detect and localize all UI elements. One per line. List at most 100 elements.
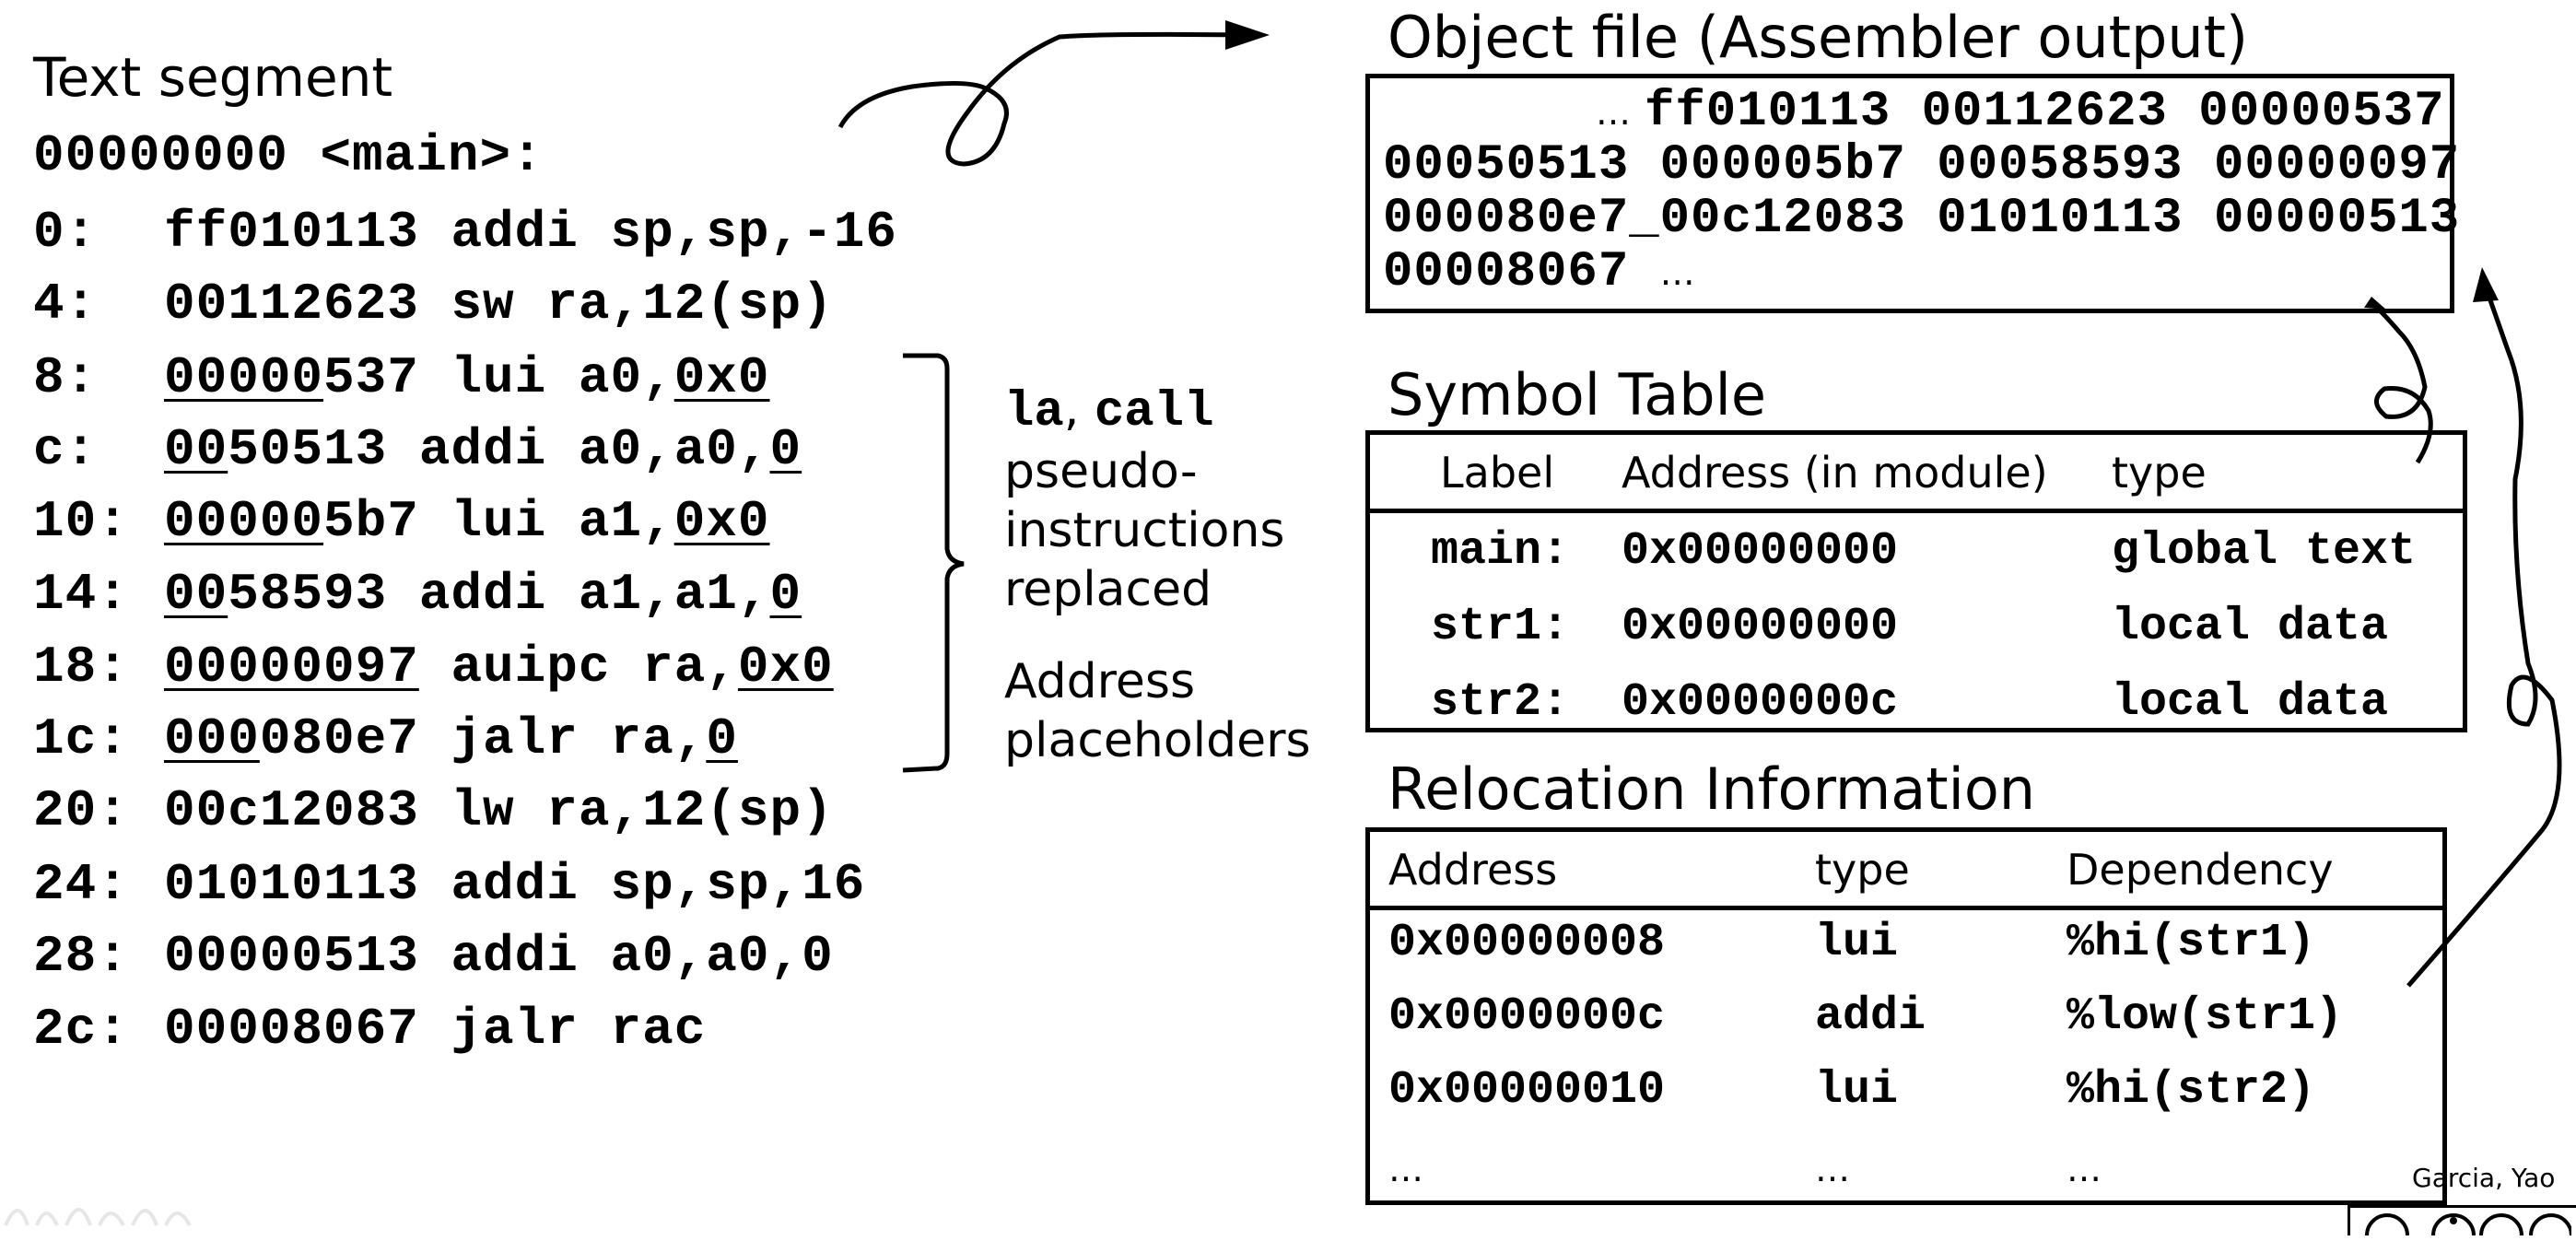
placeholder-underline: 00 — [164, 420, 228, 479]
symbol-address: 0x00000000 — [1622, 601, 1899, 653]
relocation-header-type: type — [1815, 845, 1910, 895]
symbol-address: 0x0000000c — [1622, 676, 1899, 729]
pseudo-la: la — [1004, 384, 1064, 440]
code-line: 8: 00000537 lui a0,0x0 — [33, 348, 770, 407]
relocation-type: lui — [1815, 917, 1899, 969]
address-placeholders-note: Address placeholders — [1004, 652, 1311, 770]
code-instruction: 00008067 jalr rac — [164, 1000, 707, 1059]
code-address: 0: — [33, 203, 98, 262]
relocation-type: lui — [1815, 1064, 1899, 1117]
relocation-header-address: Address — [1388, 845, 1558, 895]
placeholder-argument: 0x0 — [737, 638, 834, 697]
code-instruction: ff010113 addi sp,sp,-16 — [164, 203, 897, 262]
code-address: 2c: — [33, 1000, 129, 1059]
code-line: 18:00000097 auipc ra,0x0 — [33, 638, 834, 697]
code-line: 28: 00000513 addi a0,a0,0 — [33, 927, 834, 986]
address-line-1: Address — [1004, 654, 1196, 709]
code-instruction: 58593 addi a1,a1, — [228, 565, 770, 624]
symbol-type: global text — [2112, 525, 2417, 578]
brace-icon — [902, 353, 965, 773]
placeholder-argument: 0x0 — [673, 348, 770, 407]
code-address: 28: — [33, 927, 129, 986]
loop-arrow-icon — [837, 31, 1245, 167]
code-line: 10: 000005b7 lui a1,0x0 — [33, 492, 770, 551]
placeholder-argument: 0 — [706, 709, 738, 768]
code-line: 4: 00112623 sw ra,12(sp) — [33, 275, 834, 334]
placeholder-underline: 000 — [164, 709, 260, 768]
object-line-2: 00050513 000005b7 00058593 00000097 — [1383, 137, 2461, 193]
relocation-type: addi — [1815, 990, 1926, 1043]
arrowhead-small-icon — [2364, 297, 2386, 310]
symbol-label: str2: — [1431, 676, 1570, 729]
code-instruction: 00c12083 lw ra,12(sp) — [164, 781, 834, 840]
code-instruction: 5b7 lui a1, — [323, 492, 674, 551]
code-instruction: 080e7 jalr ra, — [259, 709, 707, 768]
symbol-type: local data — [2112, 676, 2389, 729]
text-segment-title: Text segment — [33, 46, 393, 109]
code-address: 20: — [33, 781, 129, 840]
code-address: 1c: — [33, 709, 129, 768]
placeholder-underline: 00000 — [164, 492, 324, 551]
pseudo-call: call — [1094, 384, 1214, 440]
symbol-header-address: Address (in module) — [1622, 448, 2048, 498]
symbol-table: Label Address (in module) type main:0x00… — [1365, 430, 2467, 732]
code-address: 18: — [33, 638, 129, 697]
pseudo-line-4: replaced — [1004, 562, 1212, 617]
object-line-3: 000080e7_00c12083 01010113 00000513 — [1383, 191, 2461, 247]
relocation-dependency: %hi(str2) — [2067, 1064, 2316, 1117]
code-instruction: 01010113 addi sp,sp,16 — [164, 855, 866, 914]
relocation-ellipsis-address: … — [1388, 1149, 1423, 1189]
code-instruction: auipc ra, — [418, 638, 738, 697]
code-instruction: 00112623 sw ra,12(sp) — [164, 275, 834, 334]
arrowhead-up-icon — [2473, 267, 2499, 302]
code-line: 24: 01010113 addi sp,sp,16 — [33, 855, 865, 914]
author-credit: Garcia, Yao — [2412, 1163, 2556, 1193]
placeholder-argument: 0 — [769, 420, 802, 479]
object-line-4-ellipsis: … — [1659, 252, 1696, 293]
code-line: 20: 00c12083 lw ra,12(sp) — [33, 781, 834, 840]
relocation-title: Relocation Information — [1388, 755, 2036, 823]
code-line: 1c: 000080e7 jalr ra,0 — [33, 709, 738, 768]
code-line: 14: 0058593 addi a1,a1,0 — [33, 565, 802, 624]
relocation-address: 0x00000008 — [1388, 917, 1666, 969]
code-address: 4: — [33, 275, 98, 334]
code-address: 8: — [33, 348, 98, 407]
code-address: 14: — [33, 565, 129, 624]
symbol-type: local data — [2112, 601, 2389, 653]
code-address: c: — [33, 420, 98, 479]
object-line-4: 00008067 … — [1383, 246, 2437, 299]
code-instruction: 50513 addi a0,a0, — [228, 420, 770, 479]
long-arrow-icon — [2406, 281, 2562, 988]
placeholder-underline: 00000 — [164, 348, 324, 407]
main-label: 00000000 <main>: — [33, 126, 544, 185]
code-line: c: 0050513 addi a0,a0,0 — [33, 420, 802, 479]
pseudo-line-2: pseudo- — [1004, 444, 1198, 499]
placeholder-argument: 0 — [769, 565, 802, 624]
object-line-4-words: 00008067 — [1383, 244, 1630, 300]
object-line-1-ellipsis: … — [1596, 92, 1632, 133]
object-file-title: Object file (Assembler output) — [1388, 4, 2249, 71]
address-line-2: placeholders — [1004, 713, 1311, 768]
placeholder-underline: 00 — [164, 565, 228, 624]
relocation-dependency: %low(str1) — [2067, 990, 2344, 1043]
code-instruction: 00000513 addi a0,a0,0 — [164, 927, 834, 986]
relocation-ellipsis-type: … — [1815, 1149, 1850, 1189]
relocation-ellipsis-dependency: … — [2067, 1149, 2102, 1189]
symbol-header-type: type — [2112, 448, 2207, 498]
relocation-address: 0x00000010 — [1388, 1064, 1666, 1117]
pseudo-sep: , — [1063, 381, 1095, 437]
object-line-1-words: ff010113 00112623 00000537 — [1645, 84, 2445, 140]
small-loop-arrow-icon — [2374, 310, 2433, 464]
university-watermark-icon — [4, 1208, 192, 1226]
code-address: 24: — [33, 855, 129, 914]
code-address: 10: — [33, 492, 129, 551]
symbol-address: 0x00000000 — [1622, 525, 1899, 578]
symbol-label: main: — [1431, 525, 1570, 578]
object-line-1: … ff010113 00112623 00000537 — [1383, 86, 2444, 139]
relocation-dependency: %hi(str1) — [2067, 917, 2316, 969]
code-line: 0: ff010113 addi sp,sp,-16 — [33, 203, 897, 262]
placeholder-argument: 0x0 — [673, 492, 770, 551]
code-instruction: 537 lui a0, — [323, 348, 674, 407]
arrowhead-right-icon — [1225, 20, 1270, 50]
